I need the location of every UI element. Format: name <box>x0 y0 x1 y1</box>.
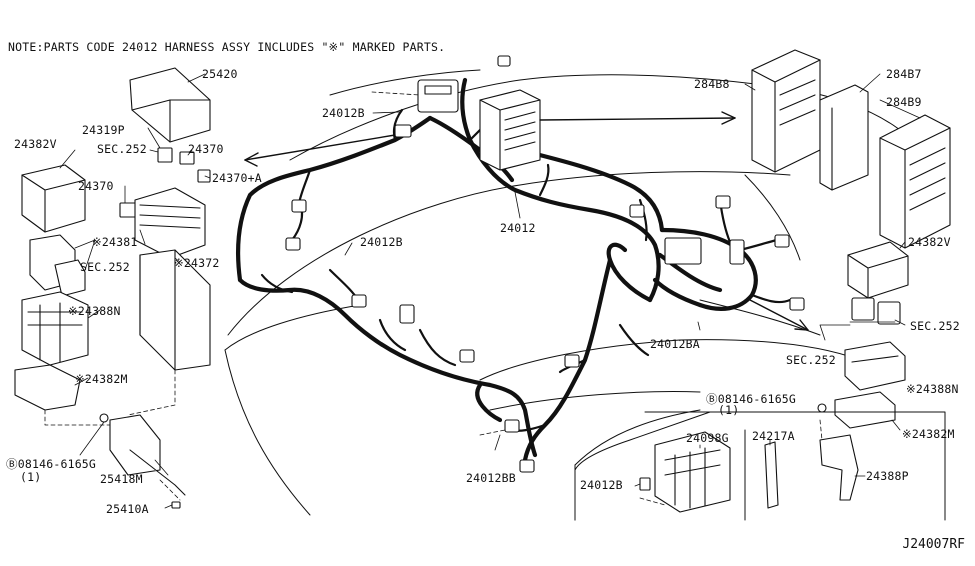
direction-arrows <box>244 111 809 331</box>
diagram-code: J24007RF <box>902 537 965 552</box>
note-text: NOTE:PARTS CODE 24012 HARNESS ASSY INCLU… <box>8 40 446 54</box>
label-284b9: 284B9 <box>886 95 922 109</box>
label-bolt-right: Ⓑ08146-6165G <box>706 392 797 406</box>
label-24382m-left: ※24382M <box>75 372 128 386</box>
label-24370-a: 24370 <box>188 142 224 156</box>
label-24382v-left: 24382V <box>14 137 57 151</box>
label-24381: ※24381 <box>92 235 138 249</box>
label-25418m: 25418M <box>100 472 143 486</box>
label-24012b-mid: 24012B <box>360 235 403 249</box>
label-24388p: 24388P <box>866 469 909 483</box>
label-24098g: 24098G <box>686 431 729 445</box>
label-bolt-right-qty: (1) <box>718 403 740 417</box>
label-sec252-c: SEC.252 <box>910 319 960 333</box>
right-components <box>639 49 951 513</box>
label-bolt-left-qty: (1) <box>20 470 42 484</box>
label-284b7: 284B7 <box>886 67 922 81</box>
left-components <box>14 67 211 509</box>
label-bolt-left: Ⓑ08146-6165G <box>6 457 97 471</box>
label-24388n-left: ※24388N <box>68 304 121 318</box>
label-24012bb: 24012BB <box>466 471 516 485</box>
label-284b8: 284B8 <box>694 77 730 91</box>
label-24382m-right: ※24382M <box>902 427 955 441</box>
label-25410a: 25410A <box>106 502 149 516</box>
label-24012b-top: 24012B <box>322 106 365 120</box>
central-fuse-block <box>479 89 541 171</box>
label-sec252-b: SEC.252 <box>80 260 130 274</box>
label-25420: 25420 <box>202 67 238 81</box>
frame-lines <box>574 411 946 521</box>
label-24319p: 24319P <box>82 123 125 137</box>
label-24012b-bottom: 24012B <box>580 478 623 492</box>
harness-connectors <box>285 55 805 473</box>
label-24012ba: 24012BA <box>650 337 700 351</box>
label-24217a: 24217A <box>752 429 795 443</box>
dashed-leaders <box>44 91 823 506</box>
label-24382v-right: 24382V <box>908 235 951 249</box>
label-24372: ※24372 <box>174 256 220 270</box>
leader-lines <box>59 73 921 509</box>
label-sec252-a: SEC.252 <box>97 142 147 156</box>
label-24370-b: 24370 <box>78 179 114 193</box>
label-24370a: 24370+A <box>212 171 262 185</box>
label-sec252-d: SEC.252 <box>786 353 836 367</box>
label-24012: 24012 <box>500 221 536 235</box>
label-24388n-right: ※24388N <box>906 382 959 396</box>
